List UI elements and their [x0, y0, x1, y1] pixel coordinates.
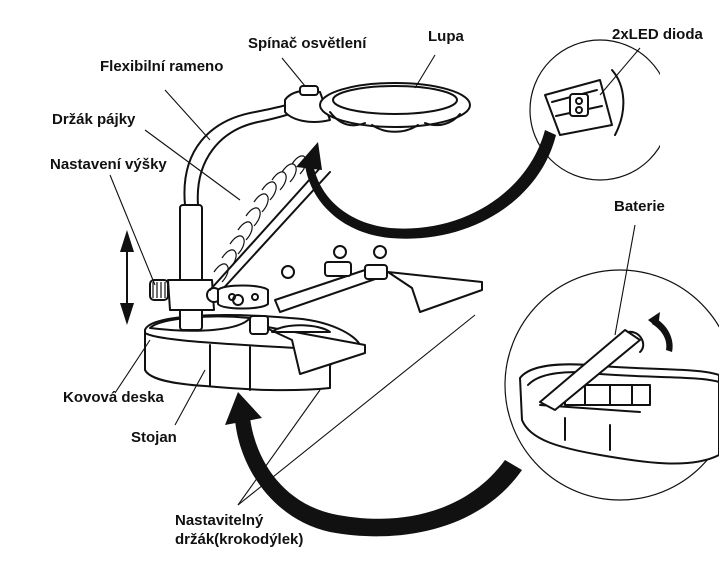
- label-magnifier: Lupa: [428, 28, 464, 45]
- alligator-clip-2: [261, 325, 366, 375]
- alligator-clip-1: [387, 271, 483, 313]
- label-clip-line2: držák(krokodýlek): [175, 531, 304, 548]
- solder-spool-holder: [209, 155, 331, 293]
- height-adjust-arrow-icon: [120, 230, 134, 325]
- label-led: 2xLED dioda: [612, 26, 703, 43]
- battery-detail-inset: [504, 269, 719, 501]
- label-height-adjust: Nastavení výšky: [50, 156, 167, 173]
- label-stand: Stojan: [131, 429, 177, 446]
- label-clip-line1: Nastavitelný: [175, 512, 264, 529]
- soldering-stand-illustration: [144, 82, 483, 392]
- arrow-battery-to-base: [225, 392, 522, 537]
- label-battery: Baterie: [614, 198, 665, 215]
- light-switch: [299, 85, 319, 96]
- arrow-led-to-magnifier: [296, 130, 556, 239]
- magnifier-lens: [332, 85, 458, 115]
- label-light-switch: Spínač osvětlení: [248, 35, 367, 52]
- led-detail-inset: [529, 39, 671, 181]
- battery-cover-icon: [539, 329, 641, 411]
- callout-leaders: [109, 47, 641, 506]
- vertical-post: [179, 204, 203, 331]
- label-flex-arm: Flexibilní rameno: [100, 58, 224, 75]
- label-solder-holder: Držák pájky: [52, 111, 136, 128]
- label-metal-plate: Kovová deska: [63, 389, 164, 406]
